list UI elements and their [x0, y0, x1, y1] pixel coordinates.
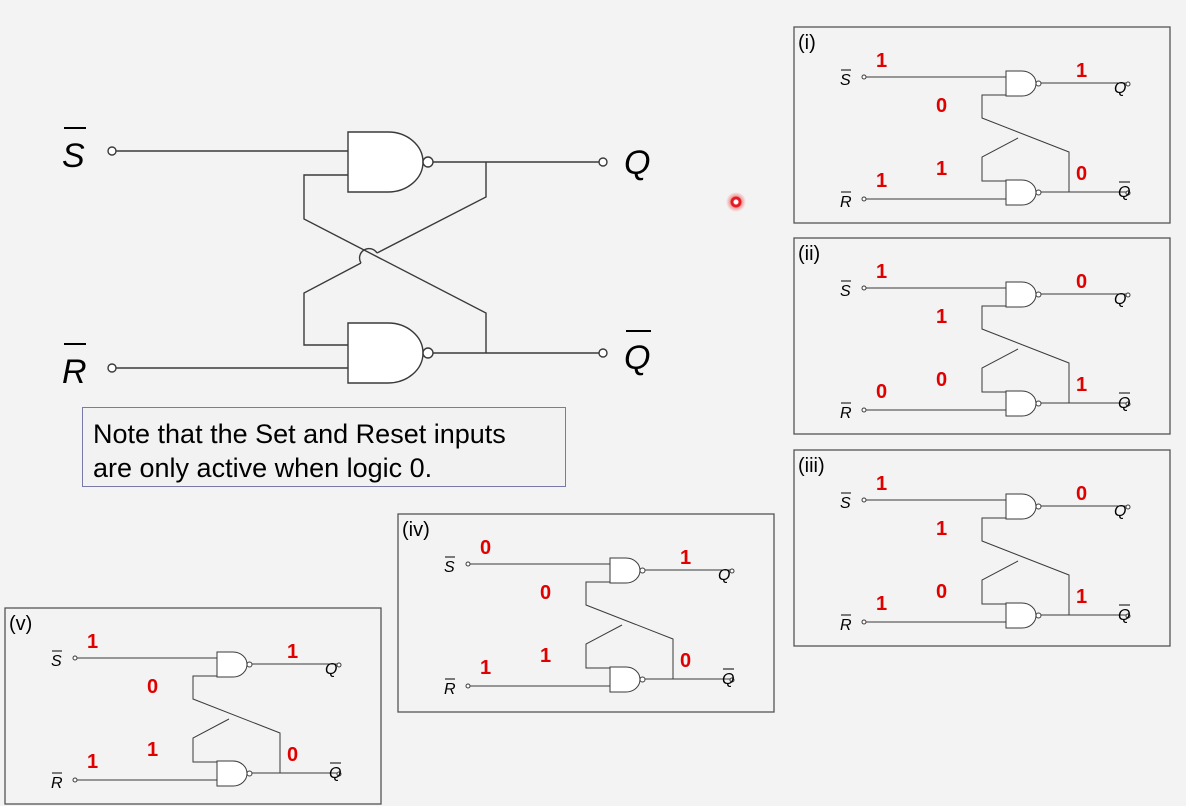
nand-gate-bottom	[347, 322, 434, 384]
value-s: 1	[87, 631, 98, 653]
note-line-2: are only active when logic 0.	[93, 453, 433, 483]
value-r: 1	[876, 593, 887, 615]
value-q: 1	[680, 547, 691, 569]
panel-qbar-label: Q	[1118, 607, 1130, 624]
panel-frame	[793, 237, 1171, 435]
value-q: 0	[1076, 483, 1087, 505]
value-r: 1	[87, 751, 98, 773]
panel-frame	[793, 26, 1171, 224]
value-s: 0	[480, 537, 491, 559]
value-feedback-top: 0	[540, 582, 551, 604]
panel-q-label: Q	[325, 661, 337, 678]
panel-v: (v) S R Q Q 1 1 0 1 1 0	[4, 607, 382, 805]
panel-qbar-label: Q	[1118, 184, 1130, 201]
main-latch-circuit	[107, 146, 608, 373]
panel-s-label: S	[840, 283, 851, 300]
input-s-label: S	[62, 137, 85, 175]
truth-panels: (i) S R Q Q 1 1 0 1 1 0 (ii) S R Q Q 1 0 1 0 0 1 (iii) S R Q Q 1 1 1 0…	[4, 26, 1171, 805]
note-box: Note that the Set and Reset inputs are o…	[82, 407, 566, 487]
value-feedback-bottom: 0	[936, 581, 947, 603]
value-q: 1	[1076, 60, 1087, 82]
panel-ii: (ii) S R Q Q 1 0 1 0 0 1	[793, 237, 1171, 435]
value-qbar: 0	[287, 744, 298, 766]
panel-qbar-label: Q	[722, 671, 734, 688]
value-feedback-top: 0	[936, 95, 947, 117]
value-feedback-top: 0	[147, 676, 158, 698]
value-r: 0	[876, 381, 887, 403]
panel-r-label: R	[444, 681, 456, 698]
panel-i: (i) S R Q Q 1 1 0 1 1 0	[793, 26, 1171, 224]
panel-r-label: R	[840, 405, 852, 422]
panel-label: (i)	[798, 32, 816, 54]
value-q: 1	[287, 641, 298, 663]
panel-label: (iii)	[798, 455, 825, 477]
value-qbar: 1	[1076, 374, 1087, 396]
value-s: 1	[876, 50, 887, 72]
panel-r-label: R	[840, 194, 852, 211]
panel-s-label: S	[840, 495, 851, 512]
note-line-1: Note that the Set and Reset inputs	[93, 419, 506, 449]
panel-label: (ii)	[798, 243, 820, 265]
value-r: 1	[876, 170, 887, 192]
panel-s-label: S	[840, 72, 851, 89]
value-s: 1	[876, 261, 887, 283]
panel-qbar-label: Q	[1118, 395, 1130, 412]
value-feedback-bottom: 1	[540, 645, 551, 667]
panel-qbar-label: Q	[329, 765, 341, 782]
value-feedback-top: 1	[936, 518, 947, 540]
value-feedback-top: 1	[936, 306, 947, 328]
value-feedback-bottom: 0	[936, 369, 947, 391]
panel-iv: (iv) S R Q Q 0 1 0 1 1 0	[397, 513, 775, 713]
panel-frame	[793, 449, 1171, 647]
panel-frame	[4, 607, 382, 805]
input-r-label: R	[62, 353, 87, 391]
panel-r-label: R	[51, 775, 63, 792]
panel-q-label: Q	[718, 567, 730, 584]
panel-r-label: R	[840, 617, 852, 634]
panel-q-label: Q	[1114, 80, 1126, 97]
output-qbar-label: Q	[624, 339, 650, 377]
value-r: 1	[480, 657, 491, 679]
panel-label: (iv)	[402, 519, 430, 541]
value-feedback-bottom: 1	[936, 158, 947, 180]
value-q: 0	[1076, 271, 1087, 293]
laser-pointer	[726, 192, 746, 212]
panel-label: (v)	[9, 613, 32, 635]
output-q-label: Q	[624, 144, 650, 182]
panel-q-label: Q	[1114, 503, 1126, 520]
panel-iii: (iii) S R Q Q 1 1 1 0 0 1	[793, 449, 1171, 647]
value-qbar: 1	[1076, 586, 1087, 608]
value-qbar: 0	[680, 650, 691, 672]
value-qbar: 0	[1076, 163, 1087, 185]
value-s: 1	[876, 473, 887, 495]
nand-gate-top	[347, 131, 434, 193]
value-feedback-bottom: 1	[147, 739, 158, 761]
panel-s-label: S	[444, 559, 455, 576]
panel-q-label: Q	[1114, 291, 1126, 308]
panel-s-label: S	[51, 653, 62, 670]
